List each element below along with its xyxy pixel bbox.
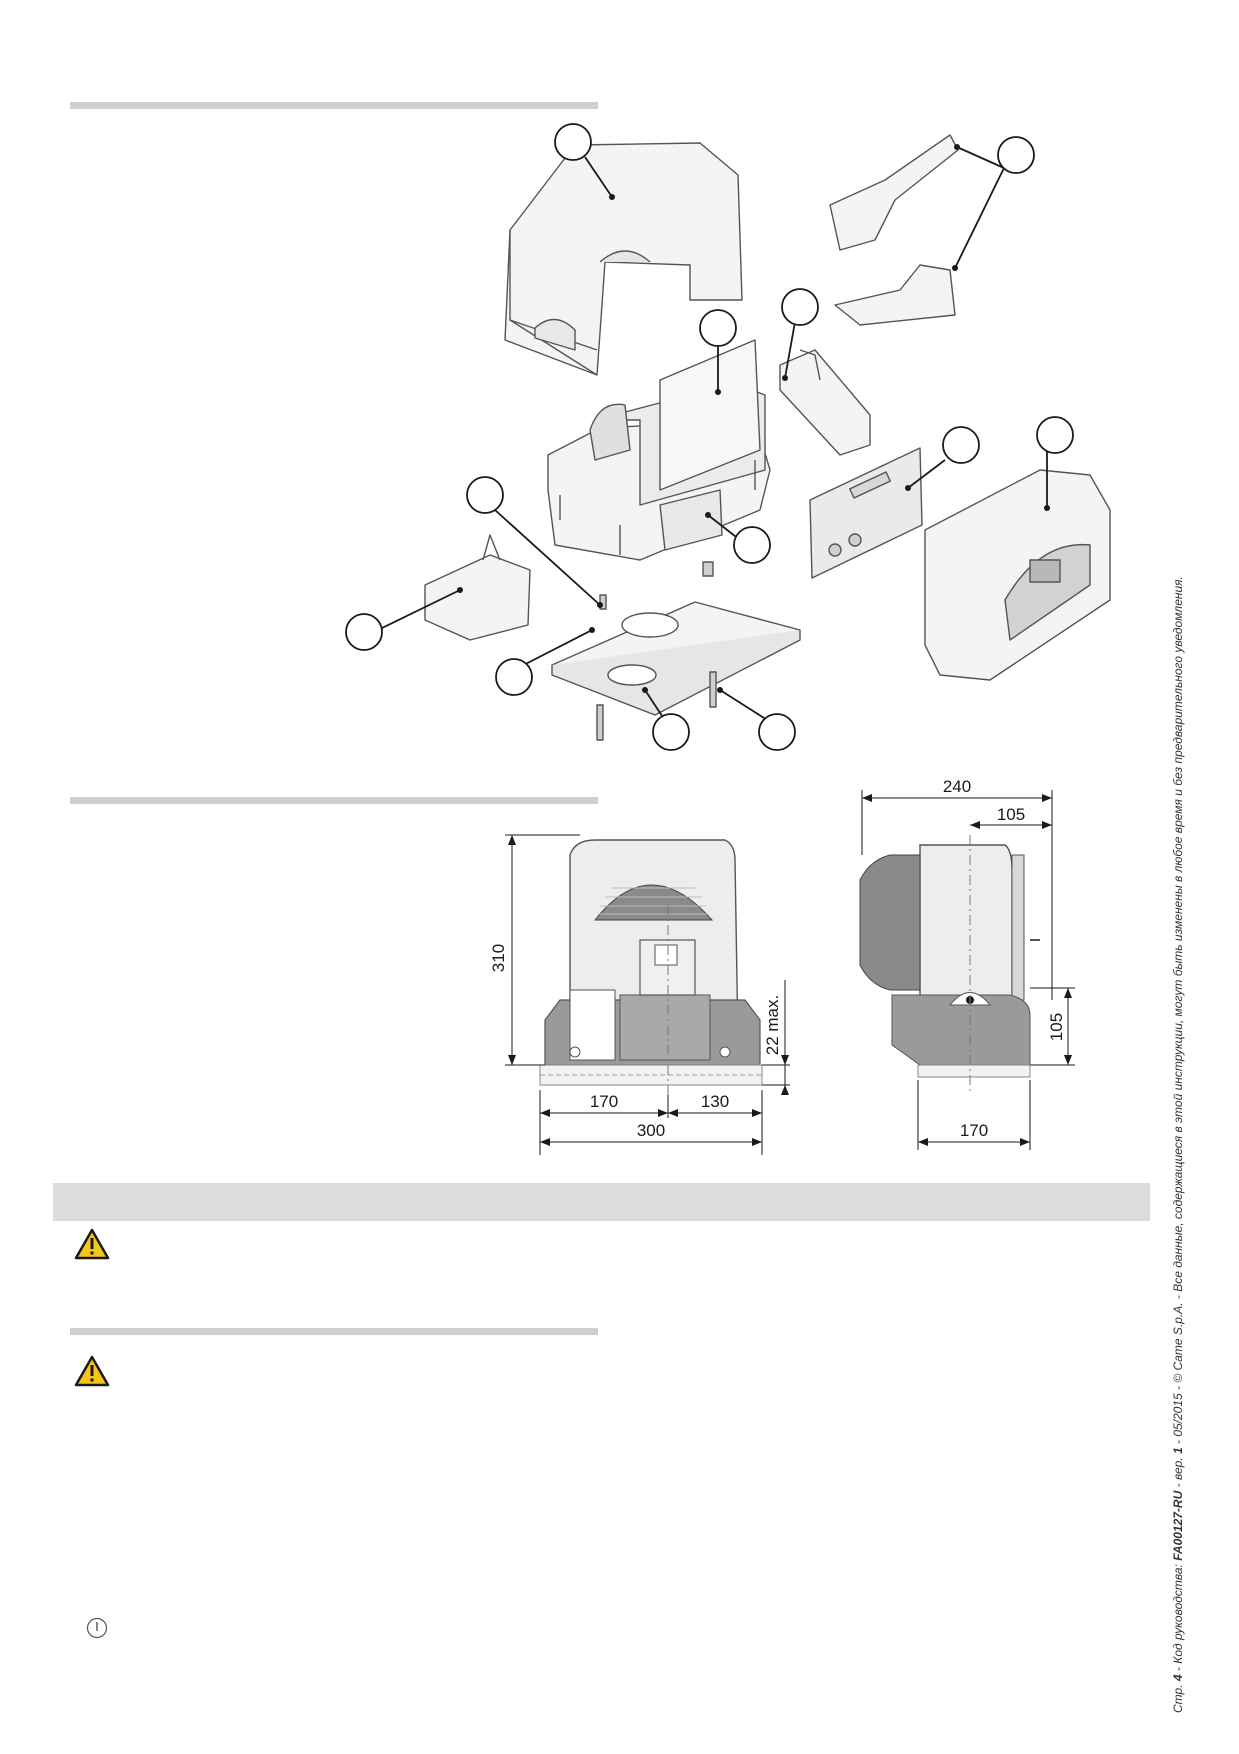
side-view-drawing [859, 835, 1040, 1095]
callout-leaders [377, 146, 1048, 726]
footer-code: FA00127-RU [1171, 1490, 1185, 1561]
callout-circle [781, 288, 819, 326]
dim-front-height: 310 [489, 944, 508, 972]
section-rule-dimensions [70, 797, 598, 804]
dimension-lines [505, 790, 1075, 1155]
warning-triangle-icon [74, 1228, 110, 1260]
footer-page-label: Стр. [1171, 1684, 1185, 1713]
callout-circle [345, 613, 383, 651]
warning-triangle-icon [74, 1355, 110, 1387]
footer-version: 1 [1171, 1447, 1185, 1455]
callout-circle [997, 136, 1035, 174]
dim-side-offset: 105 [997, 805, 1025, 824]
section-rule-components [70, 102, 598, 109]
dim-side-total: 240 [943, 777, 971, 796]
control-board [809, 447, 923, 579]
callout-circle [699, 309, 737, 347]
gearmotor-block [547, 339, 771, 561]
callout-circle [466, 476, 504, 514]
footer-code-label: - Код руководства: [1171, 1564, 1185, 1672]
limit-switch-bracket [779, 349, 871, 456]
dim-front-slab: 22 max. [763, 995, 782, 1055]
footer-version-label: - вер. [1171, 1457, 1185, 1488]
dim-side-base-height: 105 [1047, 1013, 1066, 1041]
dim-front-total: 300 [637, 1121, 665, 1140]
callout-circle [758, 713, 796, 751]
board-cover [924, 469, 1111, 681]
anchor-bolts [596, 561, 717, 741]
dimension-arrows [508, 794, 1072, 1146]
document-footer: Стр. 4 - Код руководства: FA00127-RU - в… [1171, 563, 1191, 1713]
limit-cams [829, 134, 959, 326]
info-icon [86, 1617, 108, 1639]
callout-dots [457, 144, 1050, 693]
base-plate [551, 601, 801, 716]
callout-circle [652, 713, 690, 751]
footer-rest: - 05/2015 - © Came S.p.A. - Все данные, … [1171, 576, 1185, 1444]
dim-front-right: 130 [701, 1092, 729, 1111]
section-rule-installation [70, 1328, 598, 1335]
footer-page-number: 4 [1171, 1674, 1185, 1682]
release-handle [424, 534, 531, 641]
dim-side-depth: 170 [960, 1121, 988, 1140]
callout-circle [733, 526, 771, 564]
callout-circles [345, 123, 1074, 751]
dim-front-left: 170 [590, 1092, 618, 1111]
section-band-safety [53, 1183, 1150, 1221]
cover-housing [504, 142, 743, 376]
callout-circle [554, 123, 592, 161]
callout-circle [1036, 416, 1074, 454]
callout-circle [942, 426, 980, 464]
callout-circle [495, 658, 533, 696]
front-view-drawing [539, 839, 763, 1095]
